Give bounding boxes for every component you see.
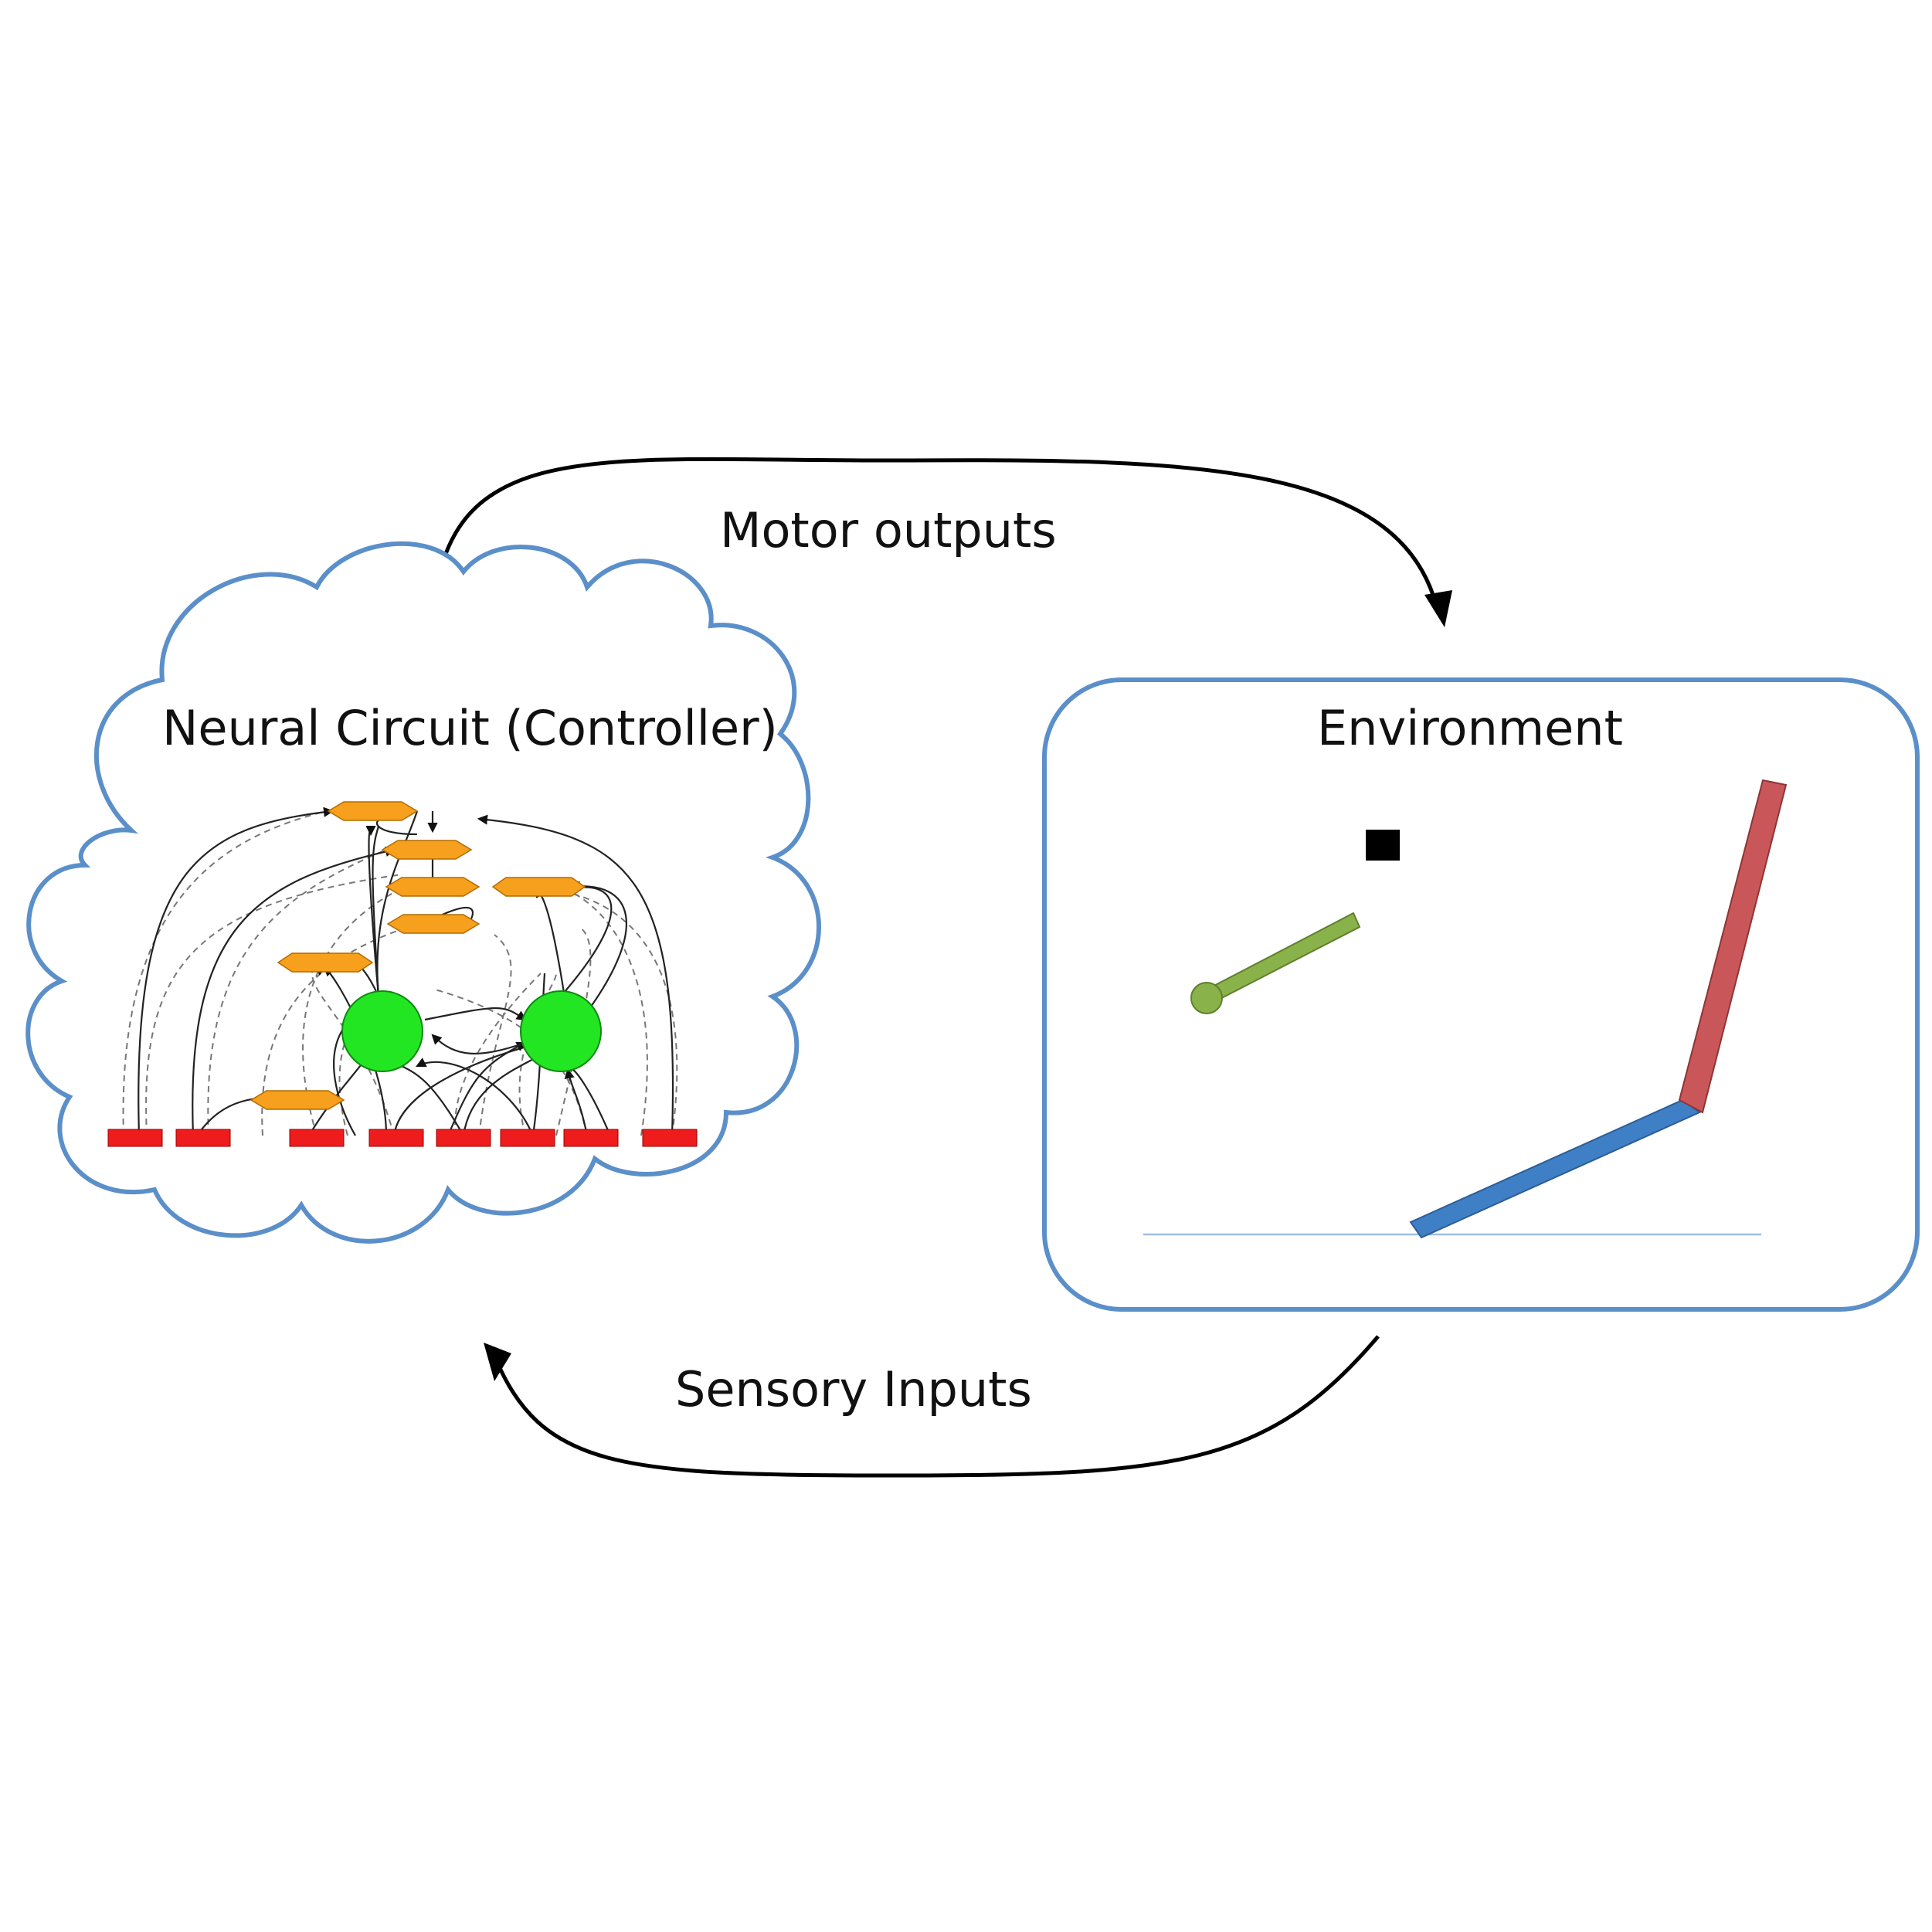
motor-outputs-arrow [434,457,1441,615]
hidden-nodes [250,801,586,1110]
hidden-node [277,952,374,973]
output-node [341,990,423,1072]
input-nodes [107,1129,698,1147]
neural-circuit-title: Neural Circuit (Controller) [162,700,778,756]
sensory-inputs-arrow [492,1335,1380,1478]
input-node [289,1129,345,1147]
neural-network-graph [107,801,698,1147]
motor-outputs-label: Motor outputs [720,502,1057,559]
hidden-node [250,1090,345,1110]
input-node [642,1129,698,1147]
sensory-inputs-arrowhead [484,1343,511,1381]
motor-outputs-arrowhead [1424,590,1452,627]
input-node [563,1129,619,1147]
environment-box [1042,677,1920,1312]
input-node [175,1129,231,1147]
target-square [1366,830,1400,861]
input-node [500,1129,555,1147]
arm-segment-red [1678,779,1788,1114]
arm-segment-blue [1409,1098,1701,1239]
hidden-node [386,914,480,934]
sensory-inputs-label: Sensory Inputs [675,1361,1032,1418]
hidden-node [327,801,419,821]
pendulum-bob [1190,982,1223,1014]
input-node [368,1129,424,1147]
environment-title: Environment [1317,700,1623,756]
output-nodes [341,990,602,1072]
hidden-node [491,877,586,897]
hidden-node [381,840,473,860]
input-node [107,1129,163,1147]
output-node [520,990,602,1072]
hidden-node [385,877,480,897]
environment-scene [1143,779,1788,1239]
input-node [436,1129,491,1147]
